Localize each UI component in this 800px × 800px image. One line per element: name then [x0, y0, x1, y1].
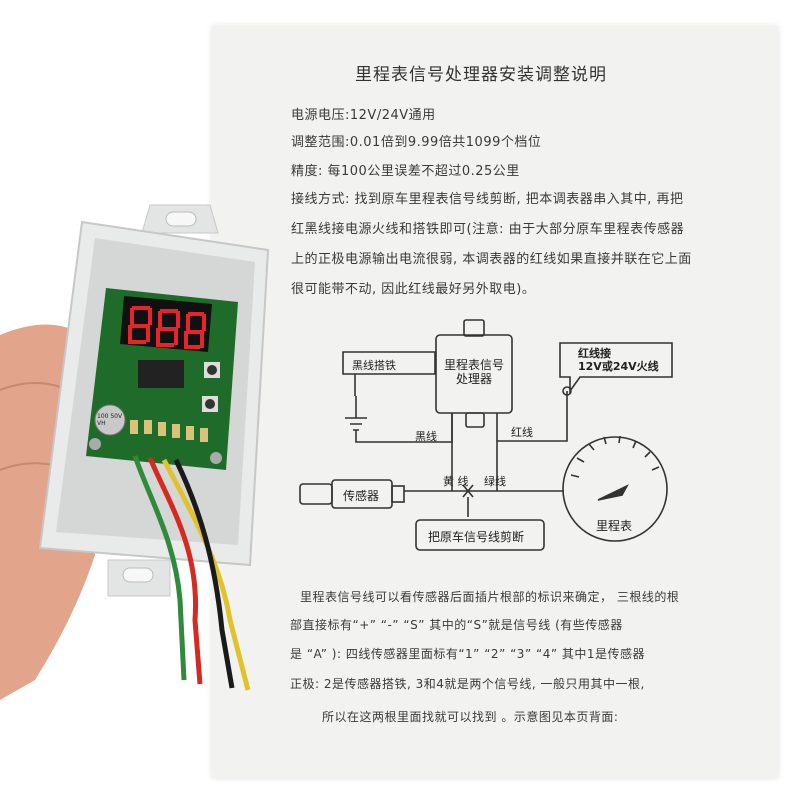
footer-text-3: 是 “A” ): 四线传感器里面标有“1” “2” “3” “4” 其中1是传感…: [290, 647, 645, 661]
odometer-label: 里程表: [596, 519, 633, 533]
wiring-text-4: 很可能带不动, 因此红线最好另外取电)。: [291, 282, 536, 297]
yellow-wire-label: 黄 线: [443, 475, 469, 488]
wiring-text-1: 接线方式: 找到原车里程表信号线剪断, 把本调表器串入其中, 再把: [291, 192, 684, 207]
document-title: 里程表信号处理器安装调整说明: [355, 65, 607, 85]
black-wire-label: 黑线: [415, 430, 437, 443]
footer-text-4: 正极: 2是传感器搭铁, 3和4就是两个信号线, 一般只用其中一根,: [290, 677, 645, 691]
instruction-sheet: [212, 26, 778, 778]
wiring-text-2: 红黑线接电源火线和搭铁即可(注意: 由于大部分原车里程表传感器: [291, 222, 685, 237]
footer-text-5: 所以在这两根里面找就可以找到 。示意图见本页背面:: [322, 710, 619, 724]
wire-black: [173, 458, 235, 689]
processor-label: 里程表信号 处理器: [444, 358, 505, 386]
footer-text-2: 部直接标有“+” “-” “S” 其中的“S”就是信号线 (有些传感器: [290, 618, 623, 632]
green-wire-label: 绿线: [484, 475, 506, 488]
red-wire-label: 红线: [511, 426, 533, 439]
wire-red: [147, 457, 203, 685]
sensor-label: 传感器: [343, 489, 380, 503]
capacitor-label: 100 50V VH: [97, 413, 123, 427]
spec-range: 调整范围:0.01倍到9.99倍共1099个档位: [291, 135, 542, 150]
footer-text-1: 里程表信号线可以看传感器后面插片根部的标识来确定， 三根线的根: [300, 590, 680, 604]
wiring-text-3: 上的正极电源输出电流很弱, 本调表器的红线如果直接并联在它上面: [291, 252, 692, 267]
spec-voltage: 电源电压:12V/24V通用: [291, 108, 436, 123]
wire-green: [132, 455, 187, 681]
spec-accuracy: 精度: 每100公里误差不超过0.25公里: [291, 164, 520, 179]
red-power-label: 红线接 12V或24V火线: [578, 347, 659, 373]
black-ground-label: 黑线搭铁: [352, 359, 396, 372]
cut-label: 把原车信号线剪断: [428, 530, 525, 544]
